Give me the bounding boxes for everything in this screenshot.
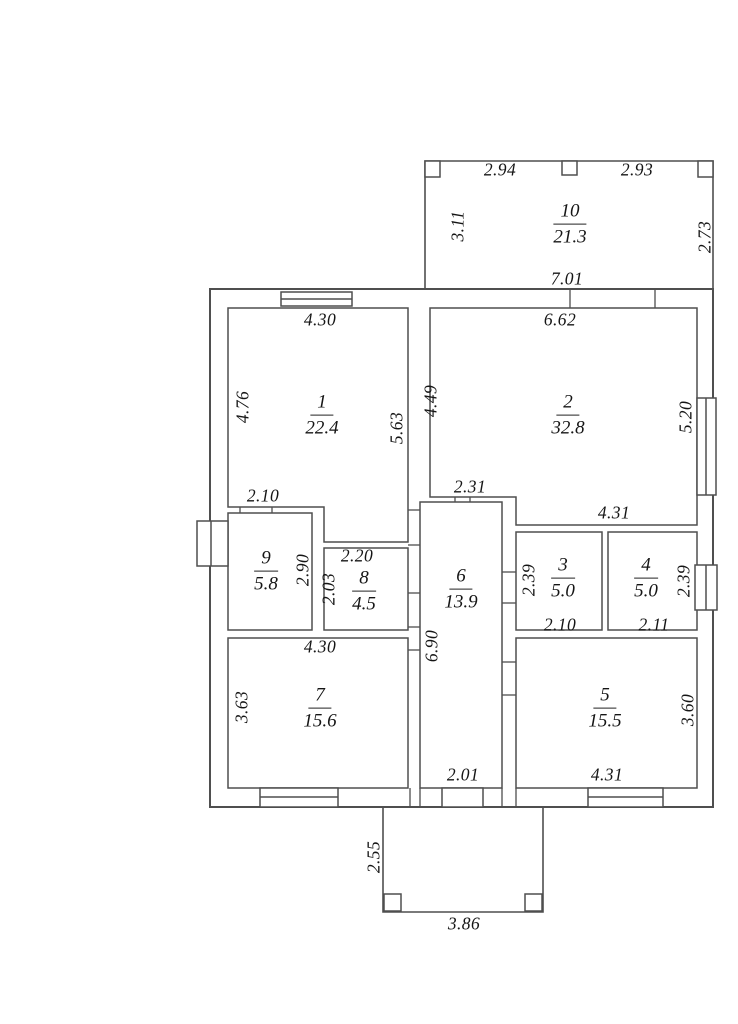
- room10-label: 10 21.3: [553, 201, 587, 249]
- dim-room6-bottom: 2.01: [446, 764, 480, 785]
- dim-room7-left: 3.63: [231, 690, 252, 724]
- room4-label: 4 5.0: [634, 555, 658, 603]
- dim-room2-top: 6.62: [543, 309, 577, 330]
- dim-room7-top: 4.30: [303, 636, 337, 657]
- dim-room6-left: 6.90: [421, 629, 442, 663]
- room3-number: 3: [551, 555, 575, 579]
- room6-number: 6: [449, 566, 473, 590]
- window-room2-right: [696, 397, 717, 496]
- room8-area: 4.5: [352, 593, 376, 615]
- dim-room5-right: 3.60: [677, 693, 698, 727]
- dim-room10-top-right: 2.93: [620, 159, 654, 180]
- dim-room10-bottom: 7.01: [550, 268, 584, 289]
- dim-room3-left: 2.39: [518, 563, 539, 597]
- dim-room1-left: 4.76: [232, 390, 253, 424]
- windows: [196, 291, 718, 808]
- porch-post-right: [524, 893, 543, 912]
- dim-room10-left: 3.11: [447, 210, 468, 242]
- dim-room2-right: 5.20: [675, 400, 696, 434]
- dim-room3-bottom: 2.10: [543, 614, 577, 635]
- dim-room10-right: 2.73: [694, 220, 715, 254]
- room7-area: 15.6: [303, 710, 337, 732]
- room6-area: 13.9: [444, 591, 478, 613]
- dim-room2-left: 4.49: [420, 384, 441, 418]
- dim-room9-top: 2.10: [246, 485, 280, 506]
- room1-number: 1: [310, 392, 334, 416]
- terrace-post-center: [561, 160, 578, 176]
- terrace-post-right: [697, 160, 714, 178]
- room8-number: 8: [352, 568, 376, 592]
- dim-room10-top-left: 2.94: [483, 159, 517, 180]
- room2-number: 2: [556, 392, 580, 416]
- dim-room6-top: 2.31: [453, 476, 487, 497]
- room1-walls: [227, 307, 409, 543]
- entrance-door-bottom: [441, 787, 484, 808]
- room9-number: 9: [254, 548, 278, 572]
- exterior-wall: [209, 288, 714, 808]
- window-room1-top: [280, 291, 353, 307]
- wall-ticks: [239, 289, 656, 807]
- window-room5-bottom: [587, 787, 664, 808]
- dim-room8-top: 2.20: [340, 545, 374, 566]
- porch-outline: [382, 807, 544, 913]
- room9-label: 9 5.8: [254, 548, 278, 596]
- dim-room4-bottom: 2.11: [638, 614, 670, 635]
- room5-label: 5 15.5: [588, 685, 622, 733]
- room5-number: 5: [593, 685, 617, 709]
- dim-room9-right: 2.90: [292, 553, 313, 587]
- room10-number: 10: [553, 201, 587, 225]
- room2-label: 2 32.8: [551, 392, 585, 440]
- room4-number: 4: [634, 555, 658, 579]
- room3-walls: [515, 531, 603, 631]
- room10-area: 21.3: [553, 226, 587, 248]
- room8-walls: [323, 547, 409, 631]
- dim-porch-bottom: 3.86: [447, 913, 481, 934]
- dim-room4-right: 2.39: [673, 564, 694, 598]
- room6-label: 6 13.9: [444, 566, 478, 614]
- room2-area: 32.8: [551, 417, 585, 439]
- window-room9-left: [196, 520, 229, 567]
- room5-area: 15.5: [588, 710, 622, 732]
- room9-walls: [227, 512, 313, 631]
- room3-area: 5.0: [551, 580, 575, 602]
- room1-area: 22.4: [305, 417, 339, 439]
- room9-area: 5.8: [254, 573, 278, 595]
- dim-room1-top: 4.30: [303, 309, 337, 330]
- dim-room1-right: 5.63: [386, 411, 407, 445]
- porch-post-left: [383, 893, 402, 912]
- dim-room8-left: 2.03: [318, 572, 339, 606]
- interior-walls: [227, 307, 698, 789]
- window-room4-right: [694, 564, 718, 611]
- room4-area: 5.0: [634, 580, 658, 602]
- terrace-post-left: [424, 160, 441, 178]
- room3-label: 3 5.0: [551, 555, 575, 603]
- room1-label: 1 22.4: [305, 392, 339, 440]
- dim-room2-bottom: 4.31: [597, 502, 631, 523]
- window-room7-bottom: [259, 787, 339, 808]
- dim-room5-bottom: 4.31: [590, 764, 624, 785]
- terrace-outline: [424, 160, 714, 289]
- room2-walls: [429, 307, 698, 526]
- room7-number: 7: [308, 685, 332, 709]
- room8-label: 8 4.5: [352, 568, 376, 616]
- dim-porch-left: 2.55: [363, 840, 384, 874]
- room7-label: 7 15.6: [303, 685, 337, 733]
